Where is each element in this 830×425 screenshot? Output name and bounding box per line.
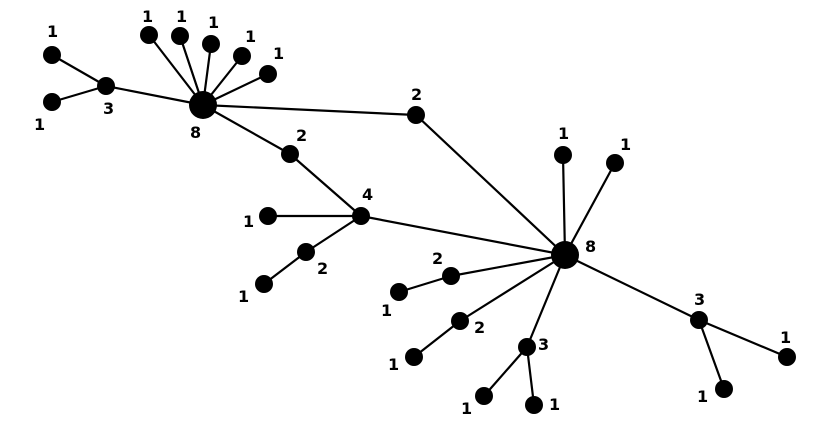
- node-n11: [281, 145, 299, 163]
- edge-n23-n25: [525, 345, 536, 407]
- nodes: [43, 26, 796, 414]
- node-n8: [259, 65, 277, 83]
- node-n22: [405, 348, 423, 366]
- node-n18: [551, 241, 579, 269]
- node-n19: [442, 267, 460, 285]
- edge-n4-n9: [147, 33, 205, 107]
- node-label-n7: 1: [245, 27, 256, 46]
- node-label-n2: 1: [34, 115, 45, 134]
- node-label-n23: 3: [538, 335, 549, 354]
- node-label-n8: 1: [273, 44, 284, 63]
- node-n16: [554, 146, 572, 164]
- node-label-n14: 2: [317, 259, 328, 278]
- node-n4: [140, 26, 158, 44]
- edge-n11-n12: [288, 152, 363, 218]
- node-n13: [259, 207, 277, 225]
- edge-n12-n18: [359, 214, 567, 257]
- node-n20: [390, 283, 408, 301]
- edge-n26-n28: [697, 318, 726, 391]
- node-label-n17: 1: [620, 135, 631, 154]
- node-label-n1: 1: [47, 22, 58, 41]
- node-label-n11: 2: [296, 126, 307, 145]
- node-n2: [43, 93, 61, 111]
- edge-n18-n26: [563, 253, 701, 322]
- edge-n1-n3: [50, 53, 108, 88]
- node-label-n28: 1: [697, 387, 708, 406]
- node-n26: [690, 311, 708, 329]
- edge-n9-n11: [201, 103, 292, 156]
- node-label-n5: 1: [176, 7, 187, 26]
- edge-n9-n10: [201, 103, 418, 117]
- node-n5: [171, 27, 189, 45]
- node-label-n26: 3: [694, 290, 705, 309]
- node-n7: [233, 47, 251, 65]
- node-label-n25: 1: [549, 395, 560, 414]
- edge-n18-n23: [525, 253, 567, 349]
- node-n28: [715, 380, 733, 398]
- node-label-n12: 4: [362, 185, 373, 204]
- node-n14: [297, 243, 315, 261]
- node-n24: [475, 387, 493, 405]
- node-label-n18: 8: [585, 237, 596, 256]
- edge-n17-n18: [563, 161, 617, 257]
- node-n12: [352, 207, 370, 225]
- edge-n10-n18: [414, 113, 567, 257]
- edge-n16-n18: [561, 153, 567, 257]
- node-n1: [43, 46, 61, 64]
- node-label-n4: 1: [142, 7, 153, 26]
- node-n21: [451, 312, 469, 330]
- node-n23: [518, 338, 536, 356]
- edge-n12-n14: [304, 214, 363, 254]
- node-n9: [189, 91, 217, 119]
- node-n27: [778, 348, 796, 366]
- node-label-n22: 1: [388, 355, 399, 374]
- node-n6: [202, 35, 220, 53]
- edge-n26-n27: [697, 318, 789, 359]
- edge-n23-n24: [482, 345, 529, 398]
- edges: [50, 33, 789, 407]
- node-n25: [525, 396, 543, 414]
- node-label-n15: 1: [238, 287, 249, 306]
- node-label-n16: 1: [558, 124, 569, 143]
- node-n3: [97, 77, 115, 95]
- edge-n2-n3: [50, 84, 108, 104]
- node-label-n10: 2: [411, 85, 422, 104]
- node-label-n3: 3: [103, 99, 114, 118]
- edge-n21-n22: [412, 319, 462, 359]
- node-label-n20: 1: [381, 301, 392, 320]
- edge-n18-n21: [458, 253, 567, 323]
- node-label-n19: 2: [432, 249, 443, 268]
- edge-n18-n19: [449, 253, 567, 278]
- node-label-n9: 8: [190, 123, 201, 142]
- node-n17: [606, 154, 624, 172]
- node-label-n24: 1: [461, 399, 472, 418]
- node-label-n21: 2: [474, 318, 485, 337]
- node-label-n13: 1: [243, 212, 254, 231]
- edge-n19-n20: [397, 274, 453, 294]
- node-label-n6: 1: [208, 13, 219, 32]
- node-label-n27: 1: [780, 328, 791, 347]
- node-n10: [407, 106, 425, 124]
- edge-n3-n9: [104, 84, 205, 107]
- node-n15: [255, 275, 273, 293]
